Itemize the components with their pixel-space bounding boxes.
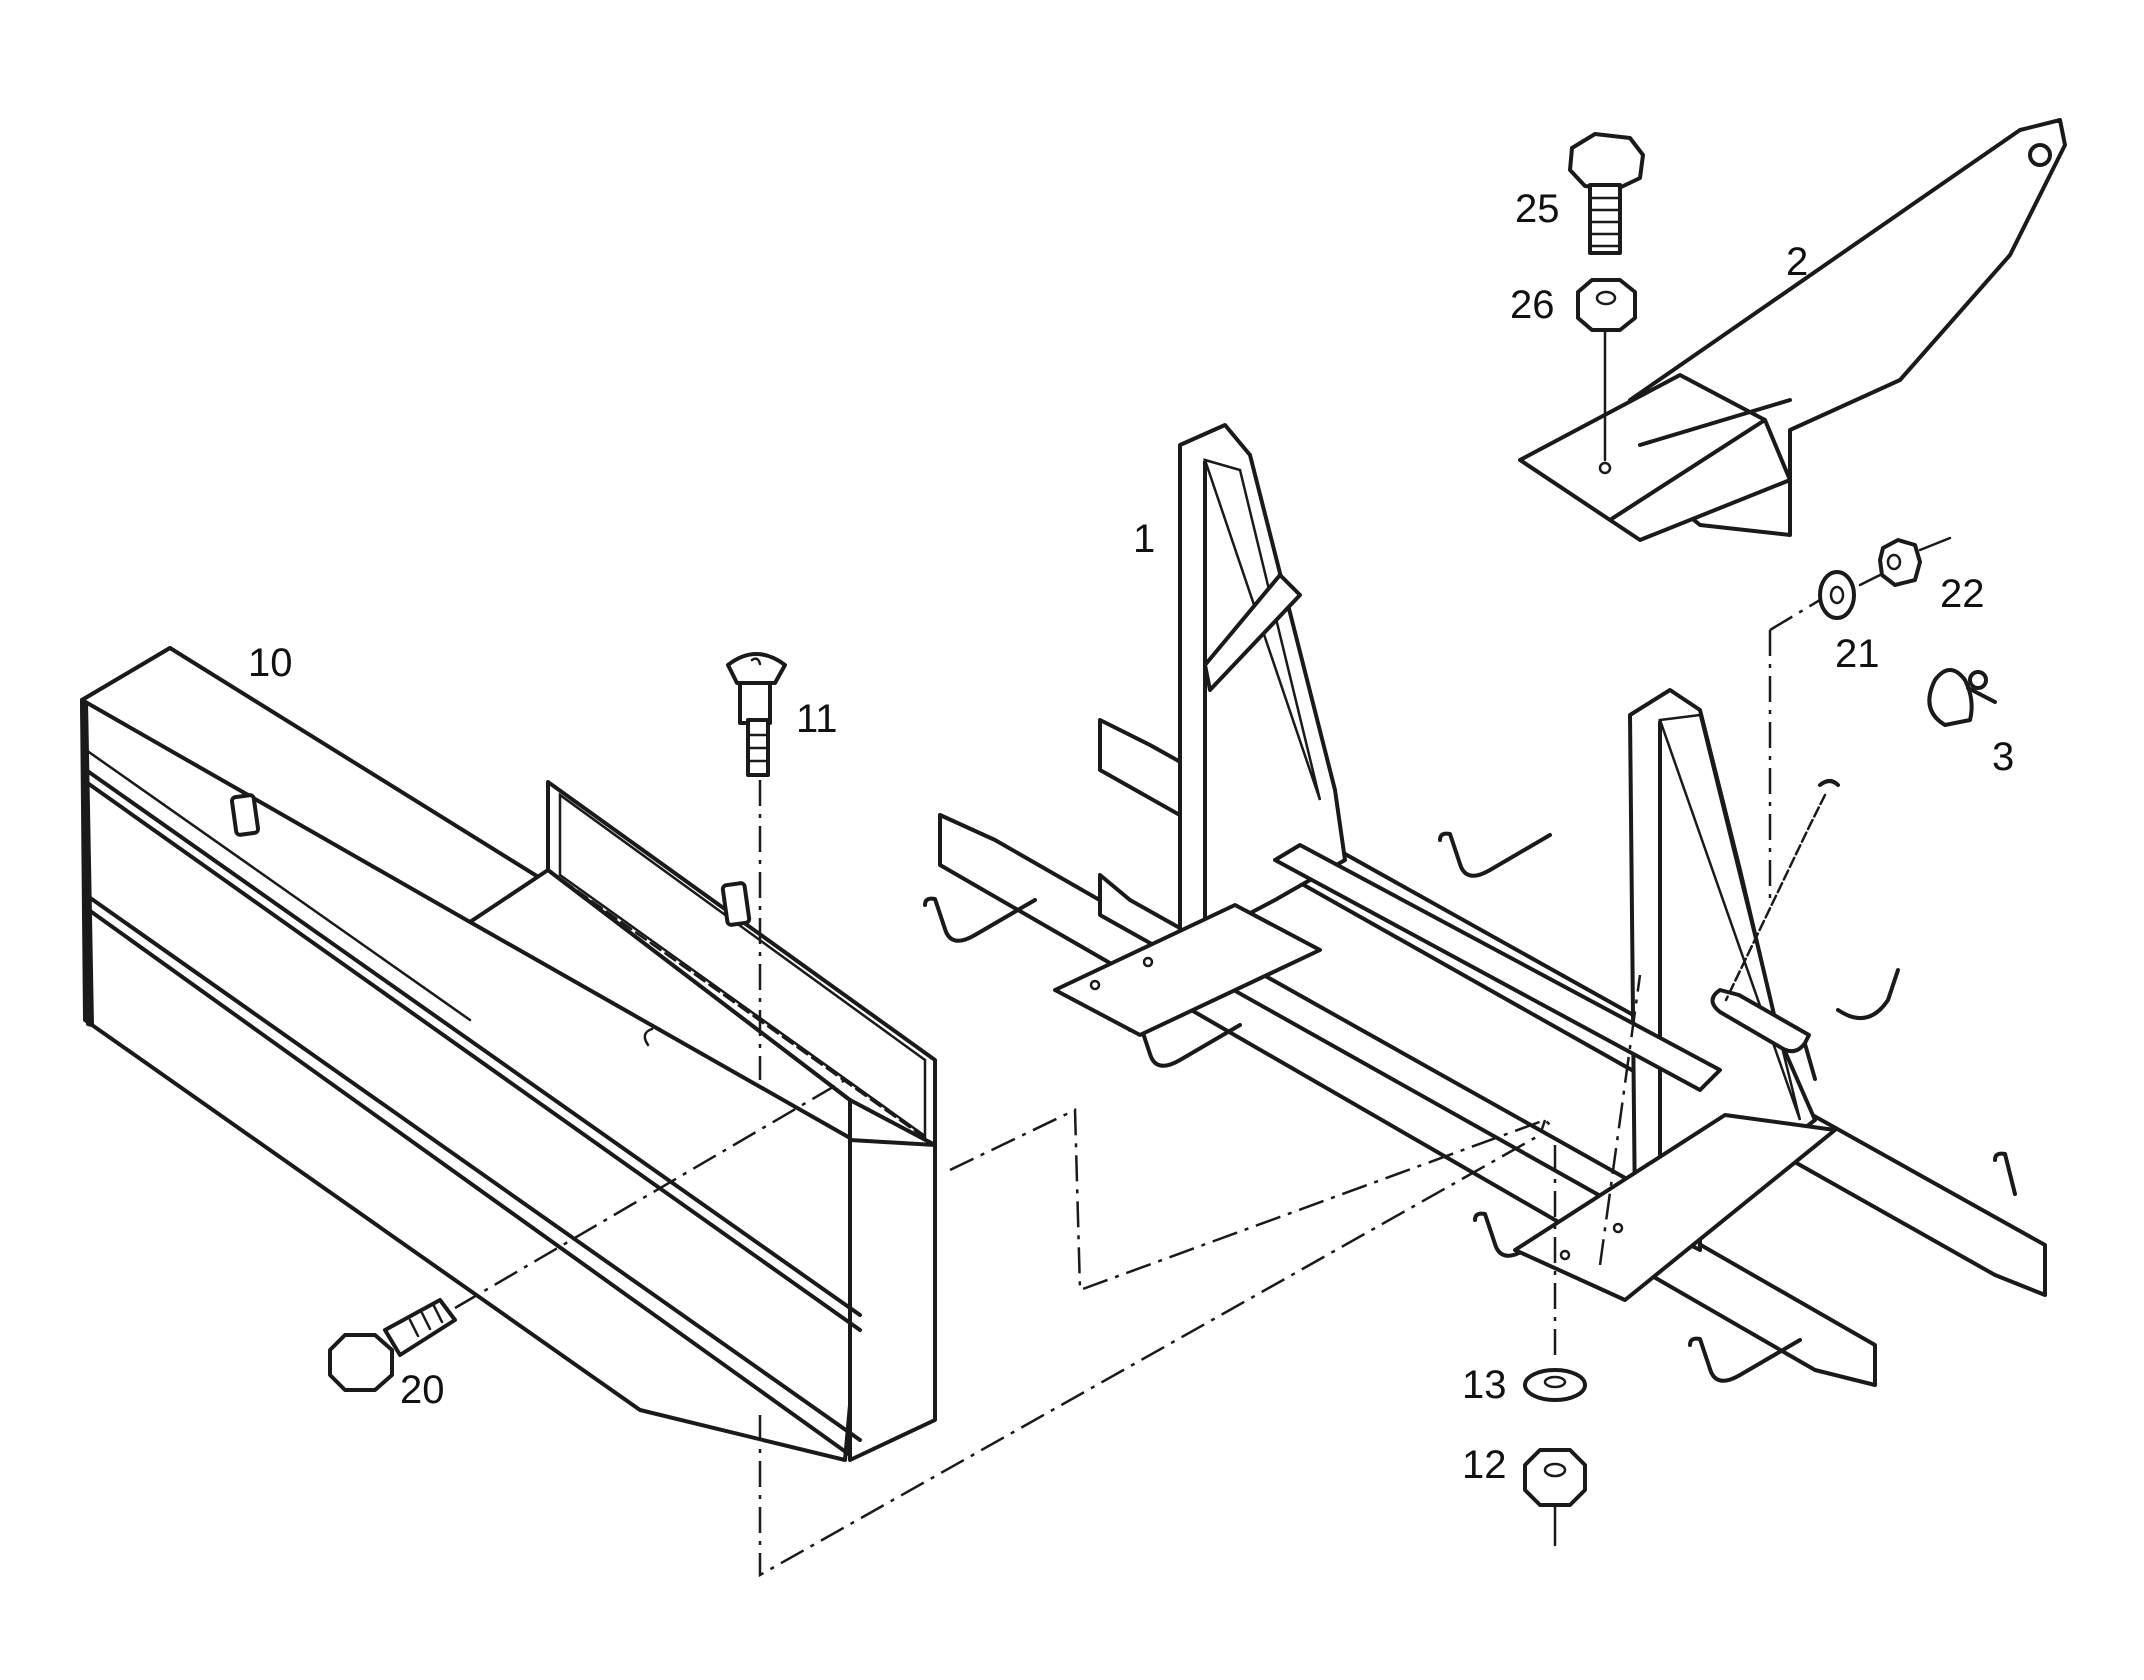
bolt-20 — [328, 1298, 457, 1392]
latch-lid — [720, 881, 752, 927]
label-part-25: 25 — [1515, 187, 1560, 231]
stand-frame — [923, 423, 2047, 1387]
nut-12 — [1523, 1448, 1587, 1507]
label-part-2: 2 — [1786, 240, 1808, 284]
washer-13 — [1523, 1368, 1587, 1402]
latch-left — [229, 793, 261, 837]
bracket — [1518, 118, 2067, 542]
tool-box — [80, 646, 937, 1462]
label-part-1: 1 — [1133, 517, 1155, 561]
label-part-22: 22 — [1940, 572, 1985, 616]
label-part-10: 10 — [248, 641, 293, 685]
carriage-bolt-11 — [726, 652, 787, 777]
label-part-3: 3 — [1992, 735, 2014, 779]
bolt-25 — [1568, 132, 1645, 255]
label-part-26: 26 — [1510, 283, 1555, 327]
nut-26 — [1576, 278, 1637, 332]
label-part-20: 20 — [400, 1368, 445, 1412]
label-part-11: 11 — [796, 697, 838, 741]
label-part-13: 13 — [1462, 1363, 1507, 1407]
washer-21 — [1818, 570, 1856, 620]
nut-22 — [1878, 538, 1922, 587]
clevis-pin-3 — [1927, 668, 1997, 727]
label-part-21: 21 — [1835, 632, 1880, 676]
label-part-12: 12 — [1462, 1443, 1507, 1487]
